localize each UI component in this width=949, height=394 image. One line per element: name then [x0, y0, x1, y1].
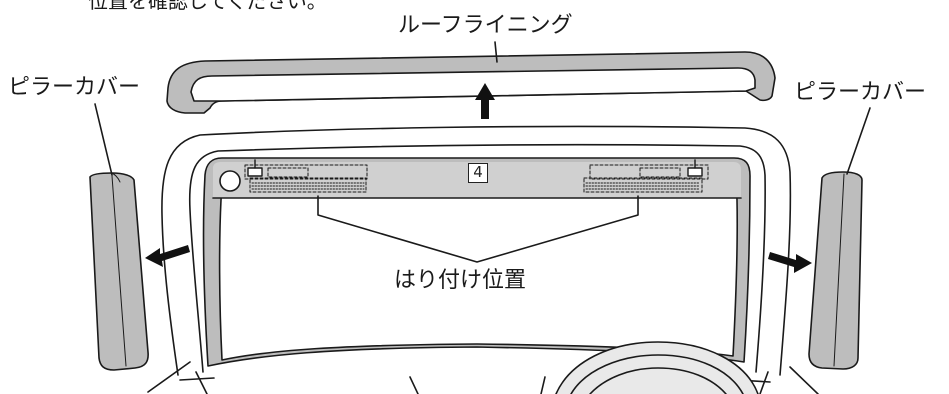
roof-lining-label: ルーフライニング	[398, 13, 573, 38]
lower-trim	[147, 361, 819, 394]
attach-position-label: はり付け位置	[394, 268, 527, 293]
attach-position-leader	[317, 195, 639, 263]
reference-mark: 4	[468, 163, 488, 183]
roof-lining-leader	[494, 41, 498, 63]
up-arrow-icon	[475, 83, 495, 119]
pillar-cover-left	[89, 103, 149, 371]
pillar-cover-right	[808, 107, 871, 370]
clip-left-icon	[247, 159, 263, 177]
dome-lamp-icon	[219, 170, 241, 192]
pillar-cover-right-leader	[846, 107, 871, 175]
roof-lining	[166, 41, 776, 114]
pillar-cover-right-label: ピラーカバー	[794, 80, 927, 105]
top-note: 位置を確認してください。	[88, 0, 327, 13]
attach-position-right	[583, 164, 709, 193]
overhead-console	[555, 341, 759, 394]
clip-right-icon	[687, 159, 703, 177]
attach-position-left	[244, 164, 368, 193]
pillar-cover-left-label: ピラーカバー	[8, 75, 141, 100]
pillar-cover-left-leader	[94, 103, 113, 176]
headliner-outline	[161, 125, 792, 376]
arrow-left-icon	[145, 245, 190, 267]
arrow-right-icon	[768, 252, 812, 273]
